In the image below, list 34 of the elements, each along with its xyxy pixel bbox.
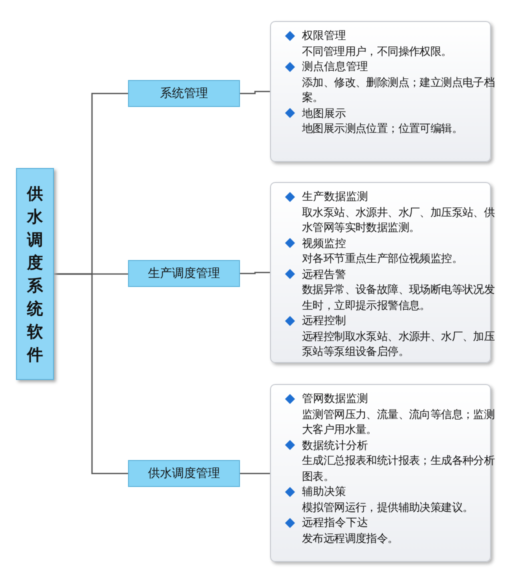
item-description: 发布远程调度指令。 <box>302 530 400 546</box>
item-heading: 远程控制 <box>302 313 346 328</box>
item-heading: 管网数据监测 <box>302 391 368 406</box>
item-description: 取水泵站、水源井、水厂、加压泵站、供水管网等实时数据监测。 <box>302 204 496 236</box>
item-heading: 权限管理 <box>302 28 346 44</box>
box-title: 系统管理 <box>160 85 208 102</box>
item-description: 远程控制取水泵站、水源井、水厂、加压泵站等泵组设备启停。 <box>302 328 496 360</box>
item-description: 不同管理用户，不同操作权限。 <box>302 44 453 59</box>
connector-line <box>240 90 270 94</box>
item-description: 对各环节重点生产部位视频监控。 <box>302 251 464 266</box>
item-description: 地图展示测点位置；位置可编辑。 <box>302 121 464 136</box>
box-title: 供水调度管理 <box>148 465 220 482</box>
item-heading: 地图展示 <box>302 106 346 121</box>
item-heading: 数据统计分析 <box>302 438 368 453</box>
box-title: 生产调度管理 <box>148 265 220 282</box>
connector-line <box>240 472 270 474</box>
item-description: 监测管网压力、流量、流向等信息；监测大客户用水量。 <box>302 406 496 438</box>
box-title: 供水调度系统软件 <box>26 183 44 366</box>
item-heading: 辅助决策 <box>302 484 346 500</box>
root-box <box>16 168 54 380</box>
category-box <box>128 260 240 287</box>
item-description: 添加、修改、删除测点；建立测点电子档案。 <box>302 74 496 106</box>
category-box <box>128 460 240 487</box>
item-heading: 远程告警 <box>302 266 346 282</box>
connector-line <box>240 272 270 274</box>
item-heading: 远程指令下达 <box>302 515 368 530</box>
category-box <box>128 80 240 107</box>
item-description: 数据异常、设备故障、现场断电等状况发生时，立即提示报警信息。 <box>302 282 496 313</box>
item-description: 模拟管网运行，提供辅助决策建议。 <box>302 500 474 515</box>
item-heading: 视频监控 <box>302 236 346 251</box>
item-heading: 生产数据监测 <box>302 189 368 204</box>
item-description: 生成汇总报表和统计报表；生成各种分析图表。 <box>302 453 496 484</box>
connector-line <box>54 273 128 474</box>
item-heading: 测点信息管理 <box>302 59 368 74</box>
